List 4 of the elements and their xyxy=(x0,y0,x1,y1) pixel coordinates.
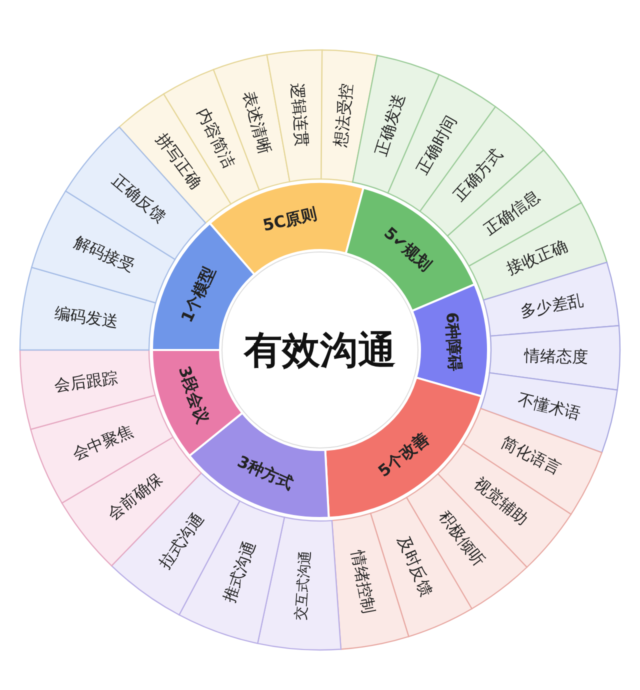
inner-ring-segment: 3段会议 xyxy=(151,349,244,457)
outer-ring-segment: 情绪态度 xyxy=(488,324,620,391)
inner-ring-segment: 6种障碍 xyxy=(411,283,489,398)
outer-ring-segment: 交互式沟通 xyxy=(257,516,342,651)
